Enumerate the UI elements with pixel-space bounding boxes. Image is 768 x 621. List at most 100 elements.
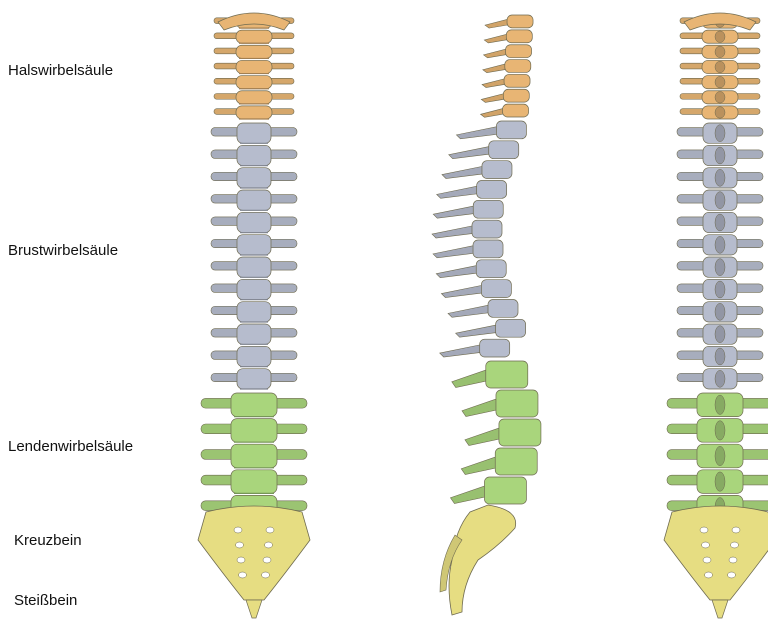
thoracic-vertebra-body	[489, 141, 519, 159]
spine-posterior-view	[664, 13, 768, 618]
cervical-vertebra-body	[236, 91, 272, 104]
thoracic-spinous-process	[715, 326, 725, 343]
cervical-spinous-process	[715, 107, 725, 119]
cervical-vertebra-body	[236, 106, 272, 119]
sacral-foramen	[234, 527, 242, 533]
sacral-foramen	[700, 527, 708, 533]
thoracic-vertebra-body	[473, 240, 503, 258]
thoracic-spinous-process	[715, 214, 725, 231]
cervical-vertebra-body	[503, 104, 529, 117]
sacral-foramen	[731, 542, 739, 548]
spine-anterior-view	[198, 13, 310, 618]
cervical-vertebra-body	[506, 45, 532, 58]
thoracic-vertebra-body	[472, 220, 502, 238]
thoracic-spinous-process	[437, 185, 481, 198]
thoracic-spinous-process	[436, 265, 480, 278]
thoracic-spinous-process	[441, 285, 485, 298]
sacral-foramen	[236, 542, 244, 548]
thoracic-spinous-process	[715, 192, 725, 209]
lumbar-spinous-process	[461, 456, 499, 475]
thoracic-vertebra-body	[473, 200, 503, 218]
thoracic-vertebra-body	[237, 257, 271, 277]
sacral-foramen	[705, 572, 713, 578]
thoracic-spinous-process	[715, 303, 725, 320]
lumbar-vertebra-body	[496, 390, 538, 417]
thoracic-vertebra-body	[480, 339, 510, 357]
sacral-foramen	[239, 572, 247, 578]
sacral-foramen	[729, 557, 737, 563]
sacrum-shape	[449, 505, 516, 615]
thoracic-vertebra-body	[237, 324, 271, 344]
lumbar-vertebra-body	[231, 419, 277, 443]
thoracic-spinous-process	[715, 281, 725, 298]
lumbar-spinous-process	[715, 395, 725, 414]
spine-lateral-view	[432, 15, 541, 615]
sacral-foramen	[262, 572, 270, 578]
thoracic-spinous-process	[715, 125, 725, 142]
cervical-vertebra-body	[505, 60, 531, 73]
thoracic-spinous-process	[433, 245, 477, 258]
thoracic-vertebra-body	[237, 235, 271, 255]
thoracic-vertebra-body	[237, 212, 271, 232]
coccyx-shape	[246, 600, 262, 618]
sacrum-shape	[664, 506, 768, 600]
lumbar-vertebra-body	[486, 361, 528, 388]
lumbar-vertebra-body	[484, 477, 526, 504]
thoracic-spinous-process	[449, 146, 493, 159]
lumbar-spinous-process	[715, 446, 725, 465]
thoracic-vertebra-body	[237, 190, 271, 210]
lumbar-spinous-process	[715, 421, 725, 440]
cervical-vertebra-body	[506, 30, 532, 43]
cervical-spinous-process	[715, 76, 725, 88]
cervical-vertebra-body	[236, 30, 272, 43]
lumbar-spinous-process	[465, 427, 503, 446]
lumbar-vertebra-body	[231, 444, 277, 468]
lumbar-spinous-process	[715, 472, 725, 491]
thoracic-spinous-process	[715, 259, 725, 276]
thoracic-vertebra-body	[237, 369, 271, 389]
sacral-foramen	[728, 572, 736, 578]
cervical-vertebra-body	[236, 76, 272, 89]
lumbar-vertebra-body	[499, 419, 541, 446]
thoracic-spinous-process	[456, 126, 500, 139]
sacral-foramen	[266, 527, 274, 533]
lumbar-vertebra-body	[495, 448, 537, 475]
thoracic-vertebra-body	[476, 260, 506, 278]
thoracic-vertebra-body	[481, 280, 511, 298]
sacral-foramen	[237, 557, 245, 563]
cervical-vertebra-body	[503, 89, 529, 102]
cervical-vertebra-body	[236, 45, 272, 58]
sacral-foramen	[732, 527, 740, 533]
thoracic-vertebra-body	[237, 123, 271, 143]
thoracic-vertebra-body	[496, 319, 526, 337]
thoracic-vertebra-body	[482, 161, 512, 179]
thoracic-vertebra-body	[237, 279, 271, 299]
cervical-spinous-process	[715, 92, 725, 104]
thoracic-vertebra-body	[496, 121, 526, 139]
thoracic-spinous-process	[440, 344, 484, 357]
thoracic-vertebra-body	[237, 168, 271, 188]
coccyx-shape	[712, 600, 728, 618]
thoracic-spinous-process	[442, 166, 486, 179]
thoracic-vertebra-body	[477, 181, 507, 199]
lumbar-vertebra-body	[231, 470, 277, 494]
cervical-spinous-process	[715, 31, 725, 43]
sacral-foramen	[702, 542, 710, 548]
thoracic-spinous-process	[715, 348, 725, 365]
sacrum-shape	[198, 506, 310, 600]
cervical-vertebra-body	[504, 74, 530, 87]
sacral-foramen	[265, 542, 273, 548]
thoracic-spinous-process	[456, 324, 500, 337]
thoracic-spinous-process	[715, 236, 725, 253]
thoracic-spinous-process	[448, 304, 492, 317]
cervical-spinous-process	[715, 61, 725, 73]
thoracic-vertebra-body	[237, 145, 271, 165]
lumbar-spinous-process	[450, 485, 488, 504]
thoracic-spinous-process	[432, 225, 476, 238]
lumbar-vertebra-body	[231, 393, 277, 417]
thoracic-spinous-process	[433, 205, 477, 218]
cervical-spinous-process	[715, 46, 725, 58]
lumbar-spinous-process	[462, 398, 500, 417]
sacral-foramen	[703, 557, 711, 563]
thoracic-vertebra-body	[488, 300, 518, 318]
